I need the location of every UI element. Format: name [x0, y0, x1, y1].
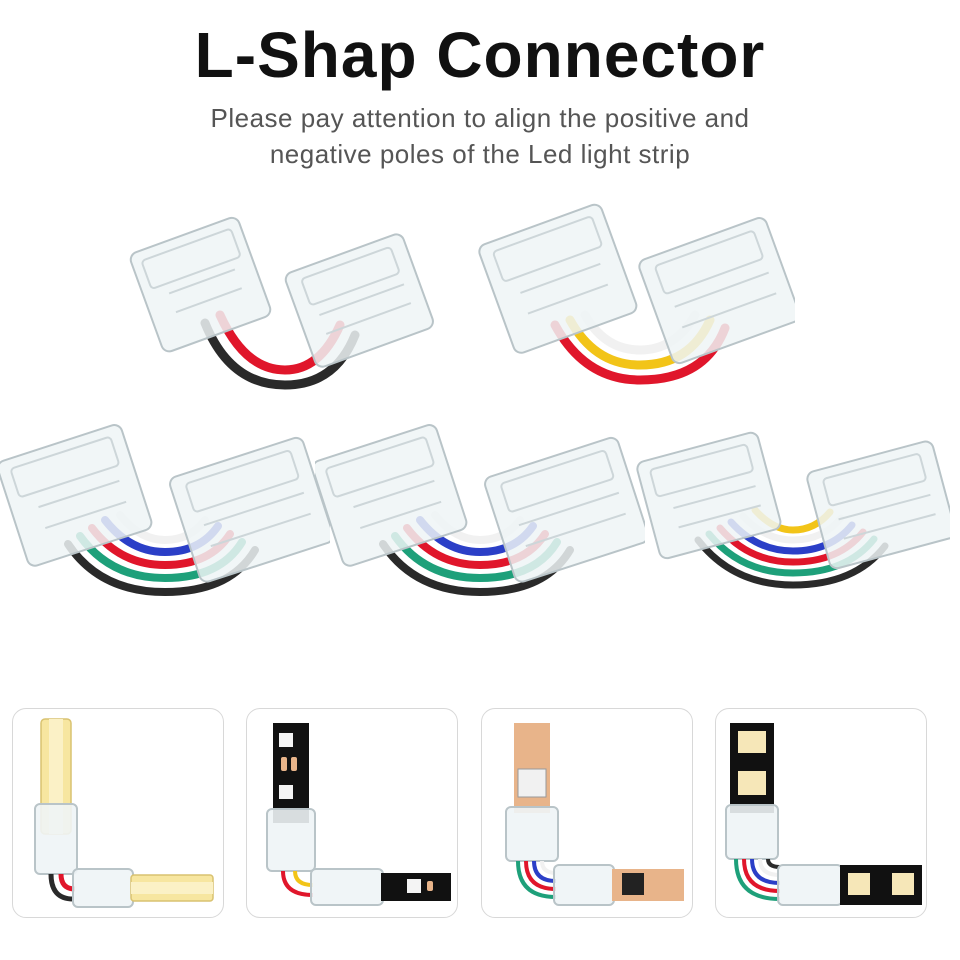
- connector-5-pin-b: [315, 424, 645, 597]
- subtitle-line-1: Please pay attention to align the positi…: [210, 103, 750, 133]
- example-illustration: [34, 718, 214, 908]
- example-illustration: [266, 723, 451, 906]
- clip-left: [129, 216, 272, 353]
- example-rgbw-strip: [715, 708, 927, 918]
- clip-right: [806, 440, 950, 570]
- subtitle-line-2: negative poles of the Led light strip: [269, 139, 691, 169]
- clip-right: [484, 436, 645, 583]
- connector-6-pin: [636, 431, 950, 589]
- example-black-2pin-strip: [246, 708, 458, 918]
- clip-right: [169, 436, 330, 583]
- example-cob-strip: [12, 708, 224, 918]
- example-rgb-strip: [481, 708, 693, 918]
- connector-3-pin: [478, 203, 795, 385]
- connector-2-pin: [129, 216, 434, 390]
- example-illustration: [725, 723, 922, 906]
- clip-left: [636, 431, 782, 560]
- connector-5-pin-a: [0, 424, 330, 597]
- clip-left: [478, 203, 638, 354]
- clip-right: [638, 217, 795, 365]
- wire-bundle: [694, 506, 889, 589]
- wire: [550, 320, 730, 385]
- page-subtitle: Please pay attention to align the positi…: [0, 100, 960, 172]
- example-illustration: [505, 723, 684, 906]
- clip-left: [0, 424, 153, 567]
- clip-right: [284, 233, 434, 368]
- clip-left: [315, 424, 468, 567]
- page-title: L-Shap Connector: [194, 19, 766, 91]
